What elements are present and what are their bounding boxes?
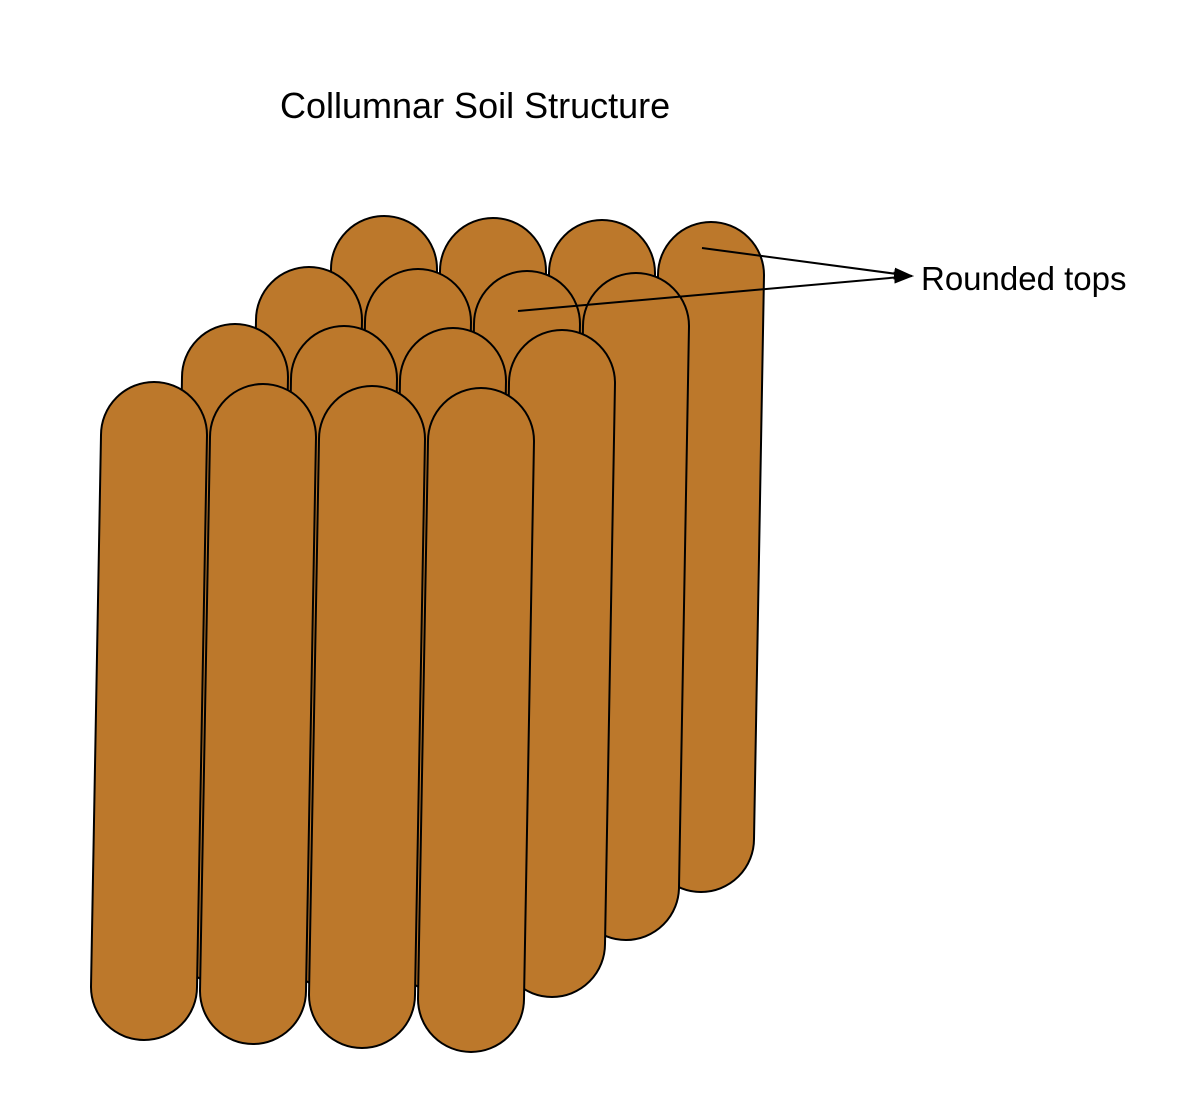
soil-columns-group: [89, 215, 766, 1053]
soil-column-row4-col3: [307, 385, 427, 1049]
callout-arrow-second-row: [517, 271, 914, 312]
callout-label: Rounded tops: [921, 260, 1127, 297]
soil-column-row4-col1: [89, 381, 209, 1041]
diagram-title: Collumnar Soil Structure: [280, 85, 670, 126]
soil-column-row4-col2: [198, 383, 318, 1045]
callout-arrow-back-row: [701, 247, 914, 280]
callout-arrows: [517, 247, 914, 312]
soil-column-row4-col4: [416, 387, 536, 1053]
